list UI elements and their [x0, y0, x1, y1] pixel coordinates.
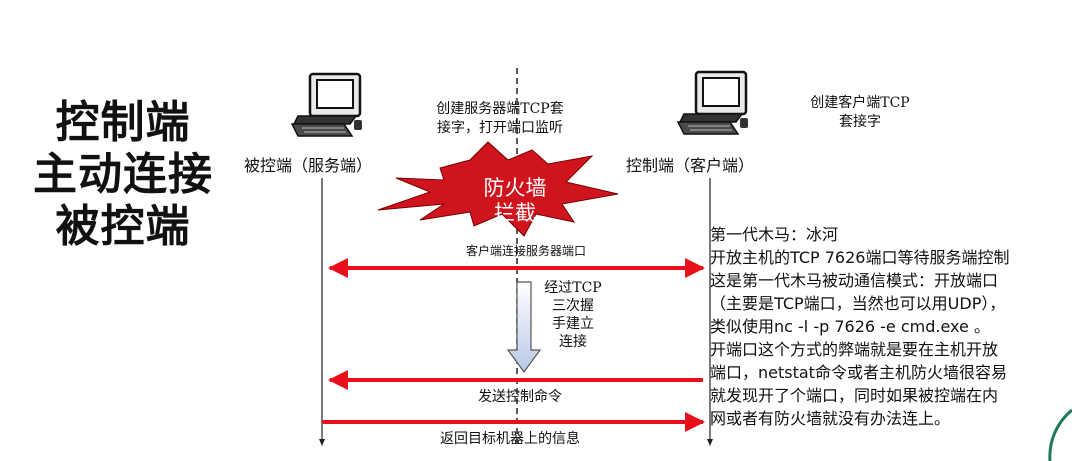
handshake-line: 三次握	[552, 298, 594, 314]
info-text-block: 第一代木马：冰河 开放主机的TCP 7626端口等待服务端控制 这是第一代木马被…	[710, 223, 1072, 430]
firewall-burst-shape	[377, 141, 619, 237]
info-line: 开端口这个方式的弊端就是要在主机开放	[710, 340, 999, 359]
server-lifeline-arrow	[319, 439, 325, 446]
client-computer-icon	[676, 70, 748, 135]
info-line: 开放主机的TCP 7626端口等待服务端控制	[710, 248, 1010, 267]
title-line: 被控端	[55, 201, 191, 252]
caption-line: 接字，打开端口监听	[437, 120, 563, 136]
info-line: 端口，netstat命令或者主机防火墙很容易	[710, 363, 1007, 382]
handshake-label: 经过TCP 三次握 手建立 连接	[538, 279, 608, 351]
info-line: 这是第一代木马被动通信模式：开放端口	[710, 271, 999, 290]
client-label: 控制端（客户端）	[626, 156, 755, 175]
handshake-down-arrow	[506, 281, 542, 374]
caption-line: 创建客户端TCP	[810, 95, 910, 111]
client-lifeline-arrow	[707, 439, 713, 446]
client-caption: 创建客户端TCP 套接字	[775, 94, 945, 132]
info-line: 类似使用nc -l -p 7626 -e cmd.exe 。	[710, 317, 990, 336]
handshake-line: 经过TCP	[544, 280, 602, 296]
server-label: 被控端（服务端）	[244, 156, 373, 175]
connect-label: 客户端连接服务器端口	[466, 244, 587, 258]
send-command-label: 发送控制命令	[478, 389, 562, 405]
info-line: （主要是TCP端口，当然也可以用UDP），	[710, 294, 1006, 313]
firewall-line: 拦截	[494, 201, 536, 225]
server-computer-icon	[290, 72, 362, 137]
firewall-label: 防火墙 拦截	[450, 176, 580, 226]
slide-title: 控制端 主动连接 被控端	[18, 97, 228, 253]
corner-decoration	[1048, 408, 1072, 461]
caption-line: 套接字	[839, 114, 881, 130]
handshake-line: 手建立	[552, 316, 594, 332]
firewall-line: 防火墙	[483, 176, 547, 200]
server-caption: 创建服务器端TCP套 接字，打开端口监听	[395, 100, 605, 138]
caption-line: 创建服务器端TCP套	[436, 101, 564, 117]
return-info-label: 返回目标机器上的信息	[440, 431, 580, 447]
handshake-line: 连接	[559, 334, 587, 350]
info-line: 网或者有防火墙就没有办法连上。	[710, 409, 951, 428]
title-line: 控制端	[55, 97, 191, 148]
info-line: 第一代木马：冰河	[710, 225, 839, 244]
info-line: 就发现开了个端口，同时如果被控端在内	[710, 386, 999, 405]
title-line: 主动连接	[33, 149, 213, 200]
